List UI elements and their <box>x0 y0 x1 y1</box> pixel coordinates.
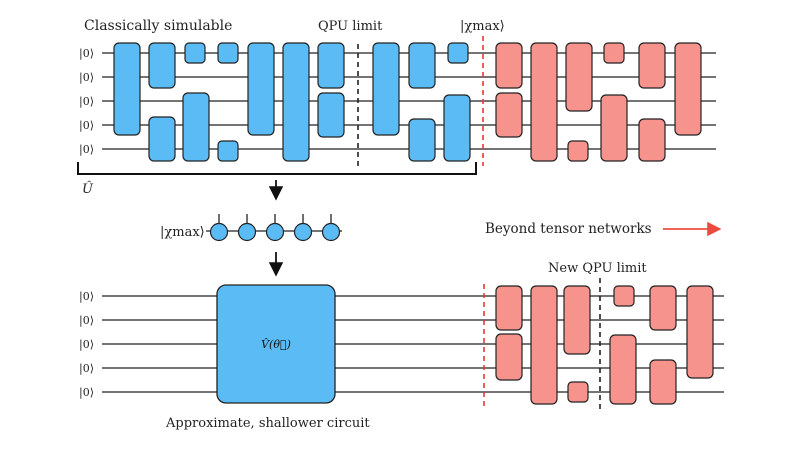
gate <box>113 42 141 136</box>
qpu-limit-label: QPU limit <box>318 19 383 34</box>
gate <box>217 140 239 162</box>
top-qubit-label: |0⟩ <box>79 71 94 85</box>
gate <box>609 334 637 405</box>
mps-tensor <box>321 222 341 242</box>
mps-tensor <box>237 222 257 242</box>
top-qubit-label: |0⟩ <box>79 143 94 157</box>
gate <box>372 42 400 136</box>
gate <box>447 42 469 64</box>
approximate-circuit-label: Approximate, shallower circuit <box>165 416 370 431</box>
new-qpu-limit-label: New QPU limit <box>548 261 647 276</box>
gate <box>148 42 176 89</box>
top-qubit-label: |0⟩ <box>79 95 94 109</box>
gate <box>638 42 666 89</box>
v-theta-label: V̂(θ⃗) <box>261 338 291 351</box>
gate <box>495 285 523 331</box>
gate <box>567 140 589 162</box>
bottom-qubit-label: |0⟩ <box>79 338 94 352</box>
gate <box>317 92 345 138</box>
bottom-qubit-label: |0⟩ <box>79 386 94 400</box>
top-qubit-labels: |0⟩ |0⟩ |0⟩ |0⟩ |0⟩ <box>79 47 94 157</box>
gate <box>613 285 635 307</box>
gate <box>674 42 702 136</box>
mps-chain <box>206 214 342 242</box>
top-blue-gates <box>113 42 471 162</box>
gate <box>282 42 310 162</box>
beyond-tensor-networks-label: Beyond tensor networks <box>485 221 652 237</box>
gate <box>495 333 523 381</box>
gate <box>495 42 523 89</box>
gate <box>638 118 666 162</box>
mps-tensor <box>209 222 229 242</box>
gate <box>686 285 714 379</box>
chi-max-top-label: |χmax⟩ <box>460 19 505 34</box>
top-red-gates <box>495 42 702 162</box>
gate <box>495 92 523 138</box>
u-hat-bracket <box>77 162 477 175</box>
gate <box>530 42 558 162</box>
gate <box>217 42 239 64</box>
top-qubit-label: |0⟩ <box>79 47 94 61</box>
mps-tensor <box>293 222 313 242</box>
gate <box>182 92 210 162</box>
gate <box>247 42 275 136</box>
gate <box>408 118 436 162</box>
u-hat-label: Û <box>82 180 94 197</box>
top-qubit-label: |0⟩ <box>79 119 94 133</box>
gate <box>565 42 593 112</box>
gate <box>567 381 589 403</box>
gate <box>148 116 176 162</box>
gate <box>408 42 436 89</box>
gate <box>184 42 206 64</box>
mps-tensor <box>265 222 285 242</box>
gate <box>649 285 677 331</box>
gate <box>649 359 677 405</box>
gate <box>600 94 628 162</box>
bottom-qubit-label: |0⟩ <box>79 290 94 304</box>
bottom-qubit-label: |0⟩ <box>79 362 94 376</box>
gate <box>443 94 471 162</box>
gate <box>563 285 591 355</box>
gate <box>603 42 625 64</box>
bottom-red-gates <box>495 285 714 405</box>
v-theta-gate <box>216 284 336 404</box>
gate <box>317 42 345 89</box>
chi-max-mps-label: |χmax⟩ <box>160 225 205 240</box>
bottom-qubit-label: |0⟩ <box>79 314 94 328</box>
gate <box>530 285 558 405</box>
classically-simulable-label: Classically simulable <box>84 18 232 34</box>
bottom-qubit-labels: |0⟩ |0⟩ |0⟩ |0⟩ |0⟩ <box>79 290 94 400</box>
